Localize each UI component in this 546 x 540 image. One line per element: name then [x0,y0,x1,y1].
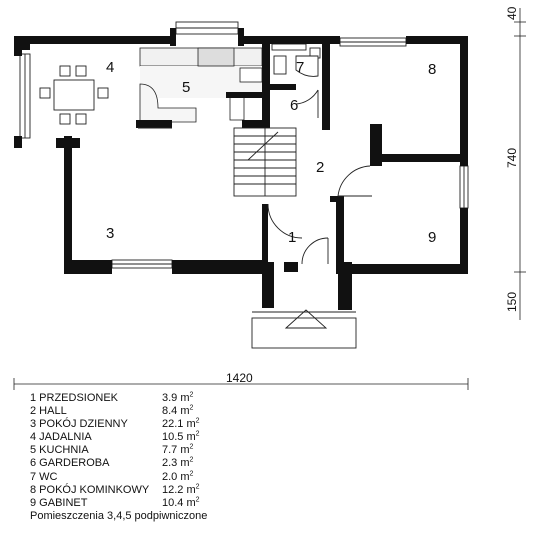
legend-room-name: 9 GABINET [30,496,88,509]
room-number-3: 3 [106,225,114,242]
legend-room-area: 8.4 m2 [162,404,194,418]
legend-room-name: 3 POKÓJ DZIENNY [30,418,128,431]
legend-row: 5 KUCHNIA 7.7 m2 [30,444,207,457]
staircase [233,127,297,197]
legend-room-name: 7 WC [30,470,58,483]
doors [138,89,372,265]
legend-room-area: 10.4 m2 [162,496,200,509]
entrance-porch [251,309,357,349]
legend-room-name: 8 POKÓJ KOMINKOWY [30,483,150,496]
legend-room-area: 12.2 m2 [162,483,200,496]
kitchen-counter [139,47,263,123]
legend-room-name: 6 GARDEROBA [30,457,110,470]
dimension-depth-porch: 150 [505,292,519,312]
room-number-1: 1 [288,229,296,246]
legend-room-area: 10.5 m2 [162,430,200,444]
room-number-4: 4 [106,59,114,76]
legend-row: 9 GABINET 10.4 m2 [30,496,207,510]
legend-room-area: 2.3 m2 [162,456,194,470]
legend-room-area: 22.1 m2 [162,417,200,431]
room-legend: 1 PRZEDSIONEK 3.9 m2 2 HALL 8.4 m2 3 POKÓJ… [30,391,208,523]
legend-room-area: 2.0 m2 [162,469,194,483]
legend-room-name: 1 PRZEDSIONEK [30,392,119,404]
legend-room-name: 2 HALL [30,405,67,418]
legend-row: 4 JADALNIA 10.5 m2 [30,431,207,444]
legend-note: Pomieszczenia 3,4,5 podpiwniczone [30,509,208,522]
room-number-5: 5 [182,79,190,96]
walls [14,28,468,310]
dimension-depth-top: 40 [505,6,519,20]
legend-row: 7 WC 2.0 m2 [30,469,207,484]
dining-table [39,65,109,125]
room-number-9: 9 [428,229,436,246]
dimension-width: 1420 [226,371,253,385]
legend-room-name: 5 KUCHNIA [30,444,89,457]
legend-row: 1 PRZEDSIONEK 3.9 m2 [30,391,207,405]
dimension-depth-main: 740 [505,148,519,168]
room-number-8: 8 [428,61,436,78]
legend-room-area: 7.7 m2 [162,443,194,457]
dimension-lines [13,8,526,390]
legend-row: 6 GARDEROBA 2.3 m2 [30,457,207,470]
legend-row: 8 POKÓJ KOMINKOWY 12.2 m2 [30,483,207,497]
legend-row: 3 POKÓJ DZIENNY 22.1 m2 [30,418,207,431]
wc-fixtures [273,47,321,77]
room-number-6: 6 [290,97,298,114]
room-number-7: 7 [296,59,304,76]
room-number-2: 2 [316,159,324,176]
legend-row: 2 HALL 8.4 m2 [30,404,207,418]
legend-room-area: 3.9 m2 [162,391,194,404]
legend-room-name: 4 JADALNIA [30,431,92,444]
